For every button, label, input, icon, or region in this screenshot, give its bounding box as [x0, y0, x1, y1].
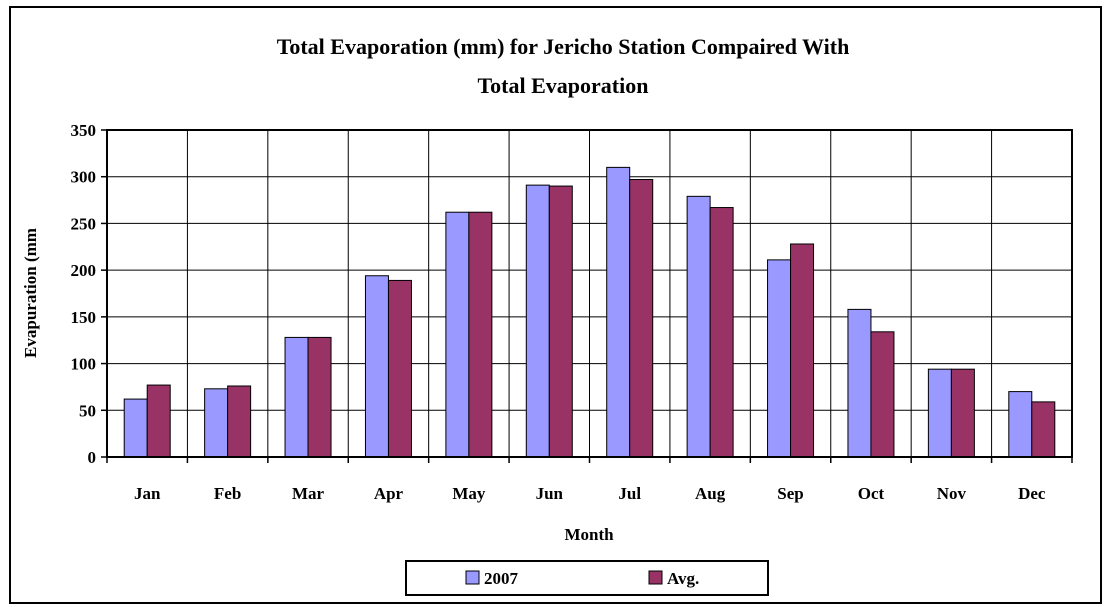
legend-label-2007: 2007 [484, 569, 519, 588]
legend-swatch-avg [648, 570, 663, 585]
legend: 2007 Avg. [405, 560, 769, 596]
bar-avg-oct [870, 331, 895, 458]
bar-2007-jul [606, 166, 631, 458]
bar-2007-apr [364, 275, 389, 458]
legend-swatch-2007 [465, 570, 480, 585]
bar-avg-apr [387, 279, 412, 458]
bar-2007-mar [284, 336, 309, 458]
bar-avg-sep [790, 243, 815, 458]
bar-2007-feb [204, 388, 229, 458]
bar-2007-aug [686, 195, 711, 458]
x-axis-title: Month [564, 525, 614, 544]
y-tick-label-200: 200 [71, 261, 97, 280]
x-tick-label-jan: Jan [134, 484, 161, 503]
legend-box [405, 560, 769, 596]
x-tick-label-may: May [452, 484, 486, 503]
bar-2007-nov [927, 368, 952, 458]
y-tick-label-250: 250 [71, 214, 97, 233]
x-tick-label-mar: Mar [292, 484, 325, 503]
bar-avg-jan [146, 384, 171, 458]
bar-avg-jun [548, 185, 573, 458]
y-tick-label-300: 300 [71, 168, 97, 187]
bar-2007-sep [767, 259, 792, 458]
y-tick-label-150: 150 [71, 308, 97, 327]
x-tick-label-jul: Jul [618, 484, 641, 503]
bar-avg-feb [227, 385, 252, 458]
legend-label-avg: Avg. [667, 569, 699, 588]
bar-avg-dec [1031, 401, 1056, 458]
y-tick-label-350: 350 [71, 121, 97, 140]
bar-avg-may [468, 211, 493, 458]
y-axis-title: Evapuration (mm [21, 228, 40, 358]
bar-avg-jul [629, 179, 654, 458]
chart-title-line2: Total Evaporation [478, 73, 649, 98]
bar-avg-nov [950, 368, 975, 458]
y-tick-label-50: 50 [79, 401, 96, 420]
x-tick-label-jun: Jun [536, 484, 564, 503]
x-tick-label-feb: Feb [214, 484, 241, 503]
gridlines [107, 130, 1072, 457]
x-tick-label-oct: Oct [858, 484, 885, 503]
x-tick-label-nov: Nov [937, 484, 967, 503]
bar-2007-oct [847, 308, 872, 458]
bar-2007-dec [1008, 391, 1033, 458]
bar-avg-aug [709, 207, 734, 458]
bar-avg-mar [307, 336, 332, 458]
bar-2007-jan [123, 398, 148, 458]
bar-2007-may [445, 211, 470, 458]
y-tick-label-0: 0 [88, 448, 97, 467]
bars [123, 166, 1056, 458]
y-tick-label-100: 100 [71, 355, 97, 374]
x-tick-label-dec: Dec [1018, 484, 1046, 503]
x-tick-label-sep: Sep [777, 484, 803, 503]
x-axis-ticks: Jan Feb Mar Apr May Jun Jul Aug Sep Oct Nov Dec [106, 457, 1073, 503]
x-tick-label-apr: Apr [374, 484, 404, 503]
y-axis-ticks: 0 50 100 150 200 250 300 350 [71, 121, 107, 467]
chart-title-line1: Total Evaporation (mm) for Jericho Stati… [277, 34, 850, 59]
x-tick-label-aug: Aug [695, 484, 726, 503]
bar-2007-jun [525, 184, 550, 458]
